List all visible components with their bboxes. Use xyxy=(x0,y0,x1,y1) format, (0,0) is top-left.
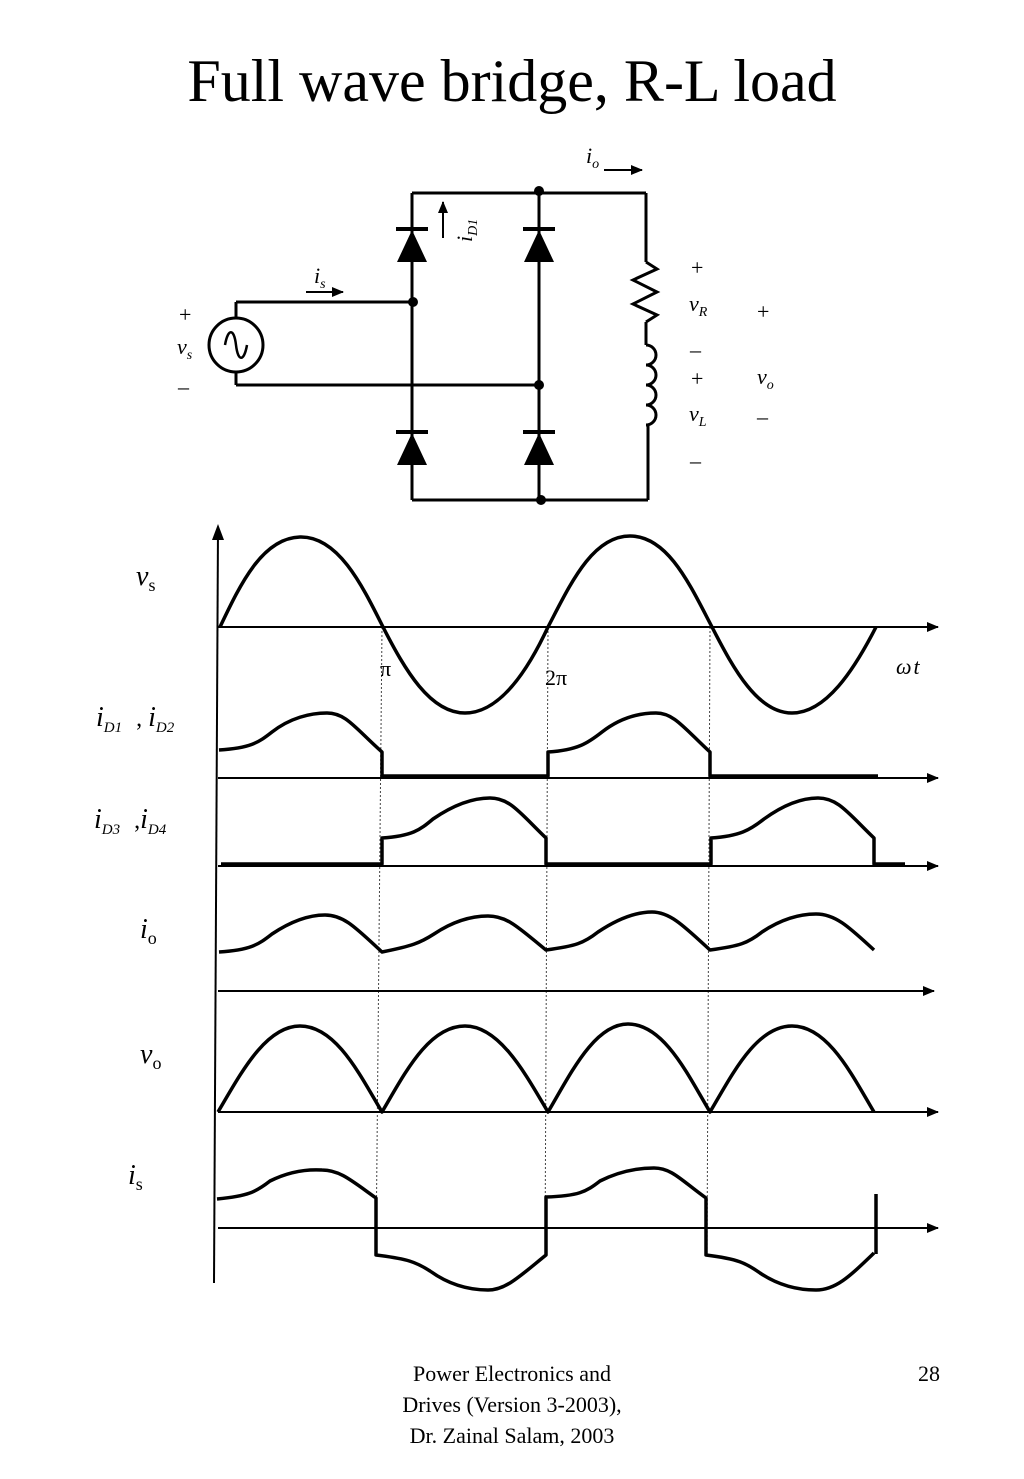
vo-label: vo xyxy=(757,364,774,393)
period-guides xyxy=(375,626,711,1256)
vs-minus: – xyxy=(177,374,190,399)
circuit-labels: io iD1 is + vs – + vR – + vL – + vo – xyxy=(177,143,774,473)
id1-label: iD1 xyxy=(452,219,481,242)
pi-tick-label: π xyxy=(380,656,391,681)
vs-plus: + xyxy=(179,302,191,327)
id12-wave-label: iD1,iD2 xyxy=(96,702,175,736)
footer-citation: Power Electronics and Drives (Version 3-… xyxy=(312,1358,712,1451)
resistor xyxy=(629,260,661,324)
ac-source xyxy=(207,316,265,374)
vr-plus: + xyxy=(691,255,703,280)
id12-waveform xyxy=(218,711,878,778)
inductor xyxy=(645,343,658,427)
vl-label: vL xyxy=(689,401,707,430)
footer-line-2: Drives (Version 3-2003), xyxy=(402,1392,622,1417)
vertical-axis-arrowhead xyxy=(212,524,224,540)
vl-minus: – xyxy=(689,448,702,473)
io-wave-label: io xyxy=(140,914,157,948)
io-waveform xyxy=(218,910,876,954)
footer-line-3: Dr. Zainal Salam, 2003 xyxy=(409,1423,615,1448)
vo-plus: + xyxy=(757,299,769,324)
vo-wave-label: vo xyxy=(140,1039,161,1073)
slide-title: Full wave bridge, R-L load xyxy=(187,48,837,114)
diode-d1 xyxy=(396,227,428,262)
time-axes xyxy=(218,622,939,1233)
io-label: io xyxy=(586,143,599,172)
vr-minus: – xyxy=(689,337,702,362)
vr-label: vR xyxy=(689,291,708,320)
id34-waveform xyxy=(221,796,905,866)
sine-wave-icon xyxy=(223,331,249,359)
bridge-circuit xyxy=(234,191,661,502)
vs-wave-label: vs xyxy=(136,561,155,595)
is-waveform xyxy=(216,1166,878,1292)
vertical-axis xyxy=(213,527,219,1284)
footer-line-1: Power Electronics and xyxy=(413,1361,611,1386)
is-label: is xyxy=(314,263,326,292)
omega-t-label: ωt xyxy=(896,654,921,679)
two-pi-tick-label: 2π xyxy=(545,665,567,690)
diode-d4 xyxy=(396,430,428,465)
junction-dots xyxy=(408,186,546,505)
diode-d2 xyxy=(523,430,555,465)
current-arrows xyxy=(306,165,643,297)
vs-waveform xyxy=(218,534,878,715)
id34-wave-label: iD3,iD4 xyxy=(94,804,167,838)
is-wave-label: is xyxy=(128,1160,143,1194)
vl-plus: + xyxy=(691,366,703,391)
vo-waveform xyxy=(216,1022,876,1114)
waveform-labels: vs iD1,iD2 iD3,iD4 io vo is π 2π ωt xyxy=(94,561,921,1194)
diode-d3 xyxy=(523,227,555,262)
vo-minus: – xyxy=(756,404,769,429)
page-number: 28 xyxy=(918,1361,940,1386)
vs-label: vs xyxy=(177,334,193,363)
